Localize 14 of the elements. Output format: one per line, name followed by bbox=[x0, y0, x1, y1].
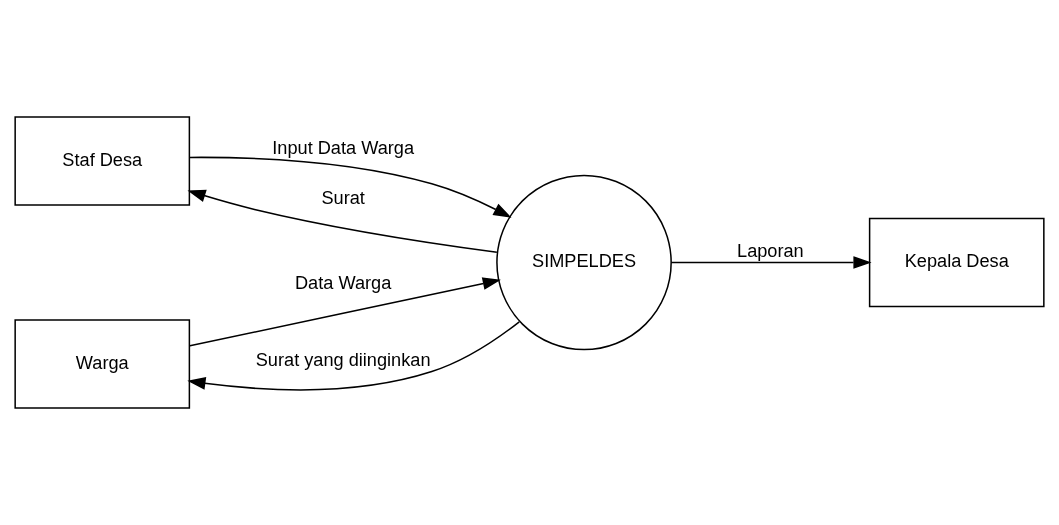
edge-label: Surat yang diinginkan bbox=[255, 350, 431, 371]
node-circle: SIMPELDES bbox=[496, 174, 672, 351]
node-box: Warga bbox=[14, 319, 191, 409]
edge-label: Data Warga bbox=[295, 273, 392, 294]
arrow bbox=[670, 256, 872, 269]
edge-label: Surat bbox=[321, 188, 365, 209]
arrow bbox=[187, 321, 521, 391]
edge-label: Laporan bbox=[737, 241, 804, 262]
arrow bbox=[187, 189, 498, 253]
node-box: Staf Desa bbox=[14, 116, 191, 206]
arrow bbox=[189, 277, 501, 347]
edge-label: Input Data Warga bbox=[272, 138, 415, 159]
node-box: Kepala Desa bbox=[868, 217, 1045, 308]
arrow bbox=[188, 156, 512, 218]
